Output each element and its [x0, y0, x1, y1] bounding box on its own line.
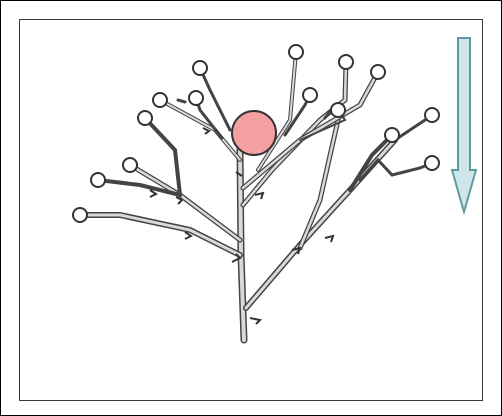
- highlighted-node: [232, 111, 276, 155]
- down-arrow-icon: [452, 38, 476, 212]
- main-axis: [240, 150, 244, 340]
- branch-set: [80, 52, 432, 308]
